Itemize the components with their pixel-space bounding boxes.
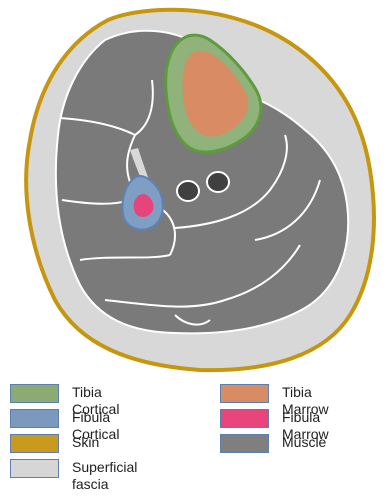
legend-swatch	[220, 384, 269, 403]
legend-label: Skin	[72, 434, 99, 451]
legend-swatch	[10, 459, 59, 478]
legend-swatch	[220, 434, 269, 453]
legend-swatch	[10, 409, 59, 428]
vessel	[177, 181, 199, 201]
leg-cross-section-diagram	[0, 0, 387, 375]
legend-swatch	[220, 409, 269, 428]
legend-label: Superficial fascia	[72, 459, 137, 493]
legend-swatch	[10, 434, 59, 453]
legend: Tibia Cortical Tibia Marrow Fibula Corti…	[0, 376, 387, 499]
legend-swatch	[10, 384, 59, 403]
legend-label: Muscle	[282, 434, 326, 451]
vessel	[207, 172, 229, 192]
